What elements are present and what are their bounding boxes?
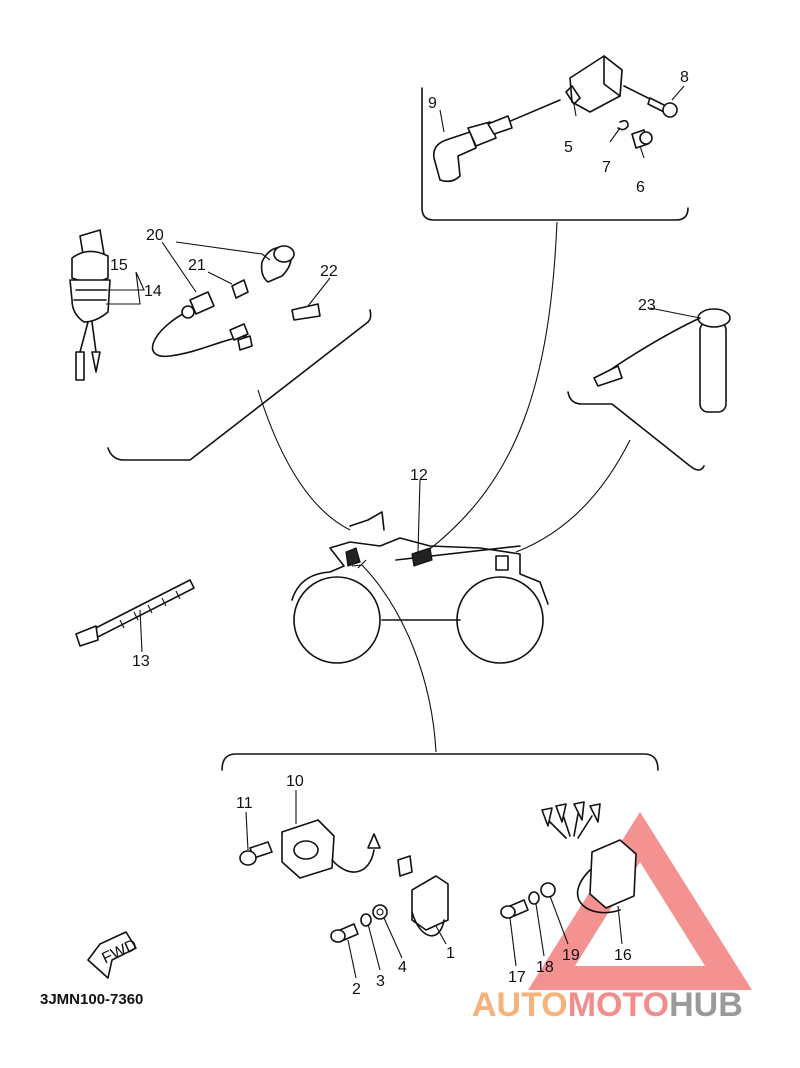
label-part-3: 3: [376, 973, 385, 990]
label-part-10: 10: [286, 773, 304, 790]
watermark-part-2: MOTO: [568, 986, 669, 1024]
cable-tie-13: [75, 579, 195, 647]
label-part-20: 20: [146, 227, 164, 244]
label-part-9: 9: [428, 95, 437, 112]
watermark-part-1: AUTO: [472, 986, 568, 1024]
label-part-13: 13: [132, 653, 150, 670]
fwd-arrow: FWD: [87, 931, 140, 979]
label-part-22: 22: [320, 263, 338, 280]
leader-lines: [100, 85, 701, 979]
label-part-18: 18: [536, 959, 554, 976]
watermark-text: AUTOMOTOHUB: [472, 986, 743, 1024]
watermark-logo: [528, 812, 752, 990]
label-part-23: 23: [638, 297, 656, 314]
label-part-11: 11: [236, 795, 253, 812]
switch-23: [593, 308, 731, 413]
bracket-right: [515, 391, 705, 553]
label-part-19: 19: [562, 947, 580, 964]
washer-18: [528, 891, 540, 905]
coil-bolt-8: [647, 97, 678, 118]
label-part-2: 2: [352, 981, 361, 998]
unit-16: [541, 801, 637, 914]
label-part-4: 4: [398, 959, 407, 976]
label-sticker-22: [291, 303, 321, 321]
lead-wire-20: [151, 245, 295, 358]
label-part-12: 12: [410, 467, 428, 484]
main-switch: [69, 229, 111, 381]
label-part-1: 1: [446, 945, 455, 962]
atv-silhouette: [291, 511, 549, 664]
label-part-15: 15: [110, 257, 128, 274]
bolt-2: [330, 923, 359, 943]
washer-4: [372, 904, 388, 920]
bolt-17: [500, 899, 529, 919]
bracket-bottom: [221, 559, 659, 771]
washer-3: [360, 913, 372, 927]
coil-washer-7: [617, 119, 629, 131]
ignition-coil: [565, 55, 653, 113]
diagram-code: 3JMN100-7360: [40, 991, 143, 1008]
label-part-5: 5: [564, 139, 573, 156]
connector-21: [231, 279, 249, 299]
label-part-6: 6: [636, 179, 645, 196]
spark-plug-cap: [432, 99, 561, 183]
bracket-left: [107, 309, 372, 531]
label-part-21: 21: [188, 257, 206, 274]
label-part-8: 8: [680, 69, 689, 86]
pickup-coil-10: [281, 819, 381, 879]
cdi-unit-1: [397, 855, 449, 937]
label-part-16: 16: [614, 947, 632, 964]
bolt-11: [239, 841, 273, 866]
coil-bolt-6: [631, 129, 653, 149]
label-part-7: 7: [602, 159, 611, 176]
label-part-14: 14: [144, 283, 162, 300]
bracket-top-right: [421, 87, 689, 553]
washer-19: [540, 882, 556, 898]
watermark-part-3: HUB: [669, 986, 743, 1024]
label-part-17: 17: [508, 969, 526, 986]
